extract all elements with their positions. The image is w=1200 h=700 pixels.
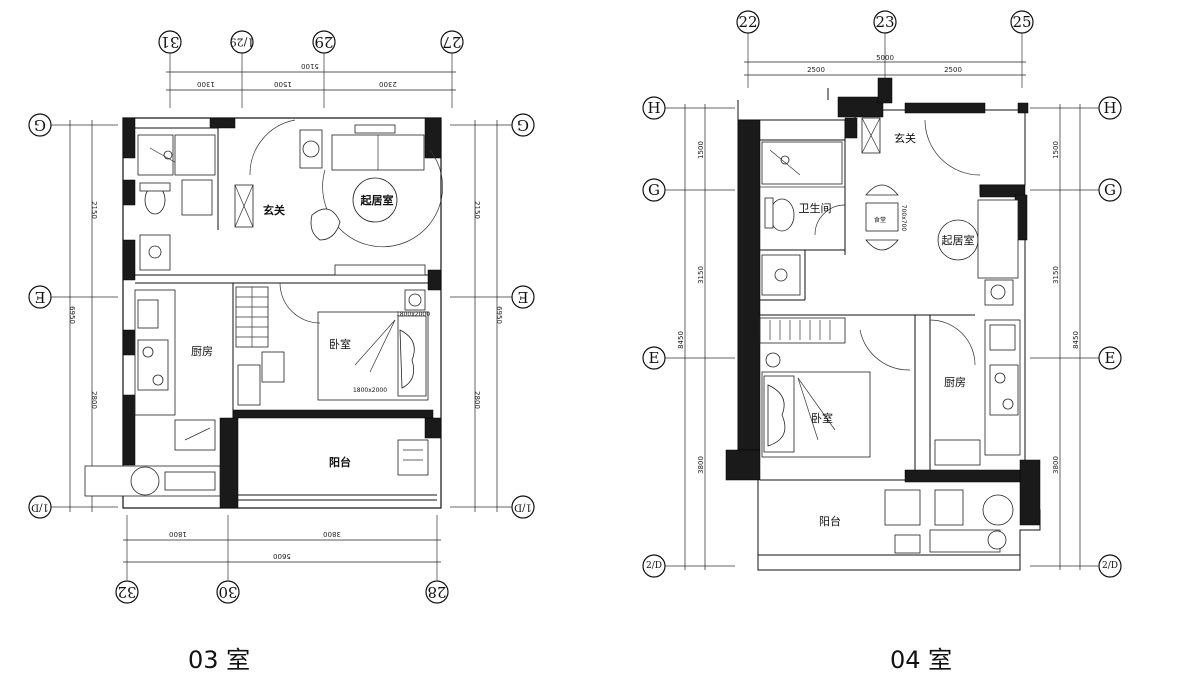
dim-label: 2800 [90,391,98,409]
grid-label: 31 [160,33,179,51]
plan04-kitchen: 厨房 [929,319,1021,466]
plan03-bed-size-2: 1800x2000 [396,311,430,318]
dim-label: 3150 [697,266,705,284]
dim-label: 2800 [473,391,481,409]
grid-label: 22 [738,13,757,31]
plan03-foyer-label: 玄关 [263,203,285,217]
plan04-kitchen-label: 厨房 [944,376,966,389]
grid-label: E [518,288,529,306]
grid-label: G [1104,181,1116,199]
plan03-bed-size: 1800x2000 [353,387,387,394]
plan04-grid-left: H G E 2/D 1500 3150 3800 8450 [642,96,735,578]
plan03-balcony-label: 阳台 [329,455,351,469]
grid-label: 1/D [31,502,49,513]
plan04-balcony-label: 阳台 [819,514,841,528]
plan03-kitchen: 厨房 [134,289,216,451]
grid-label: E [1105,349,1116,367]
grid-label: H [647,99,660,117]
dim-label: 2150 [473,201,481,219]
plan04-table-size: 700x700 [900,205,907,232]
plan04-table-label: 食堂 [874,216,886,224]
grid-label: H [1103,99,1116,117]
dim-label: 1500 [274,80,292,88]
plan04-bedroom-label: 卧室 [811,411,833,425]
plan04-grid-right: H G E 2/D 1500 3150 3800 8450 [1030,96,1122,578]
plan04-bedroom: 卧室 [759,317,871,458]
plan03-caption: 03 室 [188,646,251,674]
plan03-grid-top: 31 1/29 29 27 [158,30,464,108]
grid-label: 2/D [1102,561,1118,571]
dim-label: 1500 [697,141,705,159]
plan03-balcony: 阳台 [84,439,429,497]
plan03-grid-left: G E 1/D 2150 2800 6950 [28,113,118,519]
grid-label: E [649,349,660,367]
plan03-dims-top: 5100 1300 1500 2300 [166,62,456,91]
dim-label: 8450 [677,331,685,349]
dim-label: 3800 [697,456,705,474]
grid-label: G [648,181,660,199]
plan-04: 22 23 25 5000 2500 2500 H G E 2/D [642,10,1122,578]
plan04-living: 玄关 食堂 700x700 起居室 [859,117,1019,371]
grid-label: 25 [1012,13,1031,31]
dim-label: 3800 [1052,456,1060,474]
plan03-bedroom-label: 卧室 [329,337,351,351]
plan03-living: 玄关 起居室 [249,119,443,276]
plan03-bedroom: 卧室 1800x2000 1800x2000 [235,282,430,406]
grid-label: G [517,116,529,134]
grid-label: E [35,288,46,306]
grid-label: 23 [875,13,894,31]
plan04-balcony: 阳台 [819,489,1014,554]
grid-label: 27 [442,33,461,51]
dim-label: 1800 [169,530,187,538]
dim-label: 6950 [495,306,503,324]
grid-label: 29 [314,33,333,51]
plan04-bath-label: 卫生间 [799,201,832,215]
dim-label: 3150 [1052,266,1060,284]
plan04-bathroom: 卫生间 [760,141,846,296]
dim-label: 2500 [944,66,962,74]
plan03-kitchen-label: 厨房 [191,345,213,358]
dim-label: 5600 [273,552,291,560]
plan03-grid-bottom: 1800 3800 5600 32 30 28 [115,515,449,604]
plan03-living-label: 起居室 [360,193,394,207]
dim-label: 3800 [323,530,341,538]
grid-label: 28 [427,583,446,601]
plan04-caption: 04 室 [890,646,953,674]
plan-03: 31 1/29 29 27 5100 1300 1500 2300 G E [28,30,535,604]
plan04-living-label: 起居室 [942,233,975,247]
grid-label: 2/D [646,561,662,571]
grid-label: 32 [117,583,136,601]
dim-label: 5000 [876,54,894,62]
plan03-grid-right: G E 1/D 2150 2800 6950 [450,113,535,519]
dim-label: 2500 [807,66,825,74]
grid-label: 1/29 [230,36,255,49]
plan04-grid-top: 22 23 25 5000 2500 2500 [736,10,1034,88]
dim-label: 1300 [197,80,215,88]
dim-label: 1500 [1052,141,1060,159]
grid-label: 1/D [514,502,532,513]
plan03-bathroom [137,134,254,271]
grid-label: G [34,116,46,134]
dim-label: 8450 [1072,331,1080,349]
plan04-foyer-label: 玄关 [894,131,916,145]
grid-label: 30 [218,583,237,601]
dim-label: 5100 [301,62,319,70]
dim-label: 2300 [379,80,397,88]
dim-label: 6950 [68,306,76,324]
dim-label: 2150 [90,201,98,219]
plan04-walls [725,77,1041,571]
